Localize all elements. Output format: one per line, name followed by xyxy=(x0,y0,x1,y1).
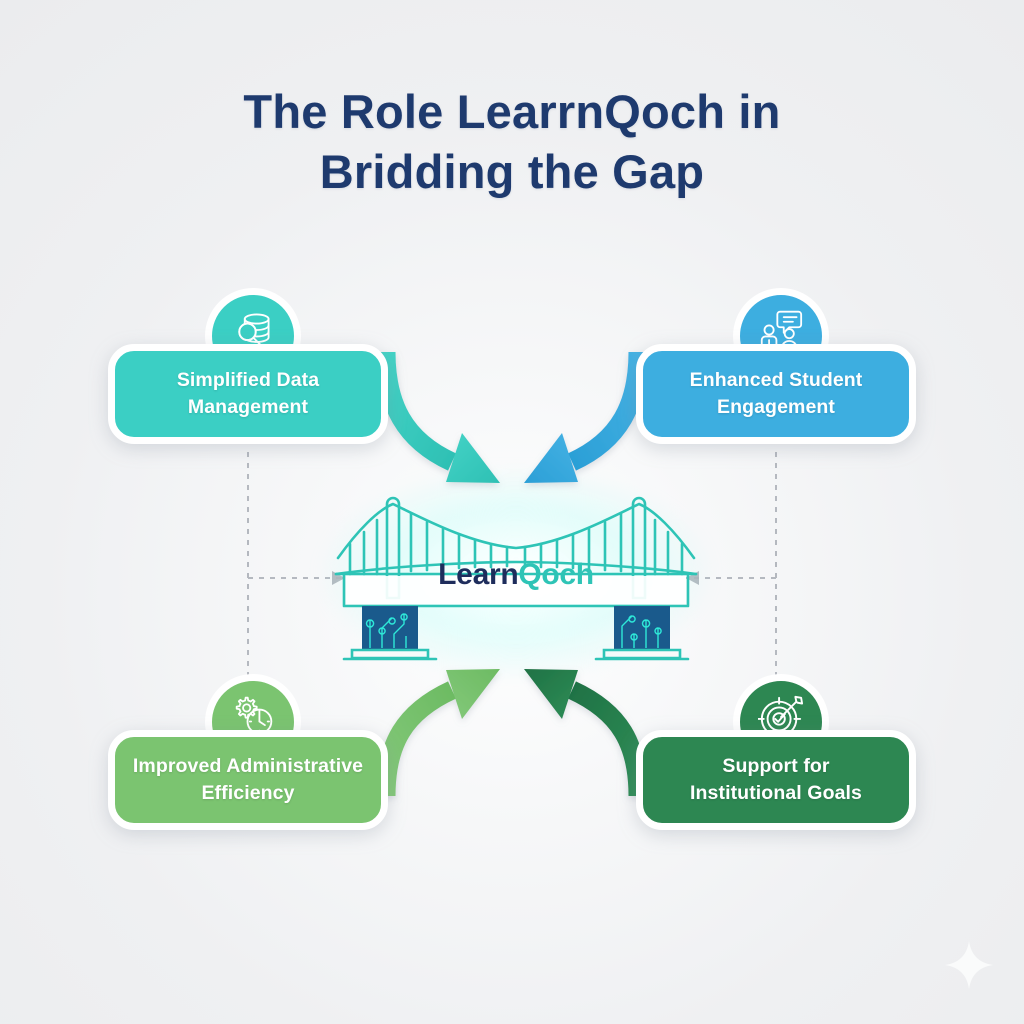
logo-text-learn: Learn xyxy=(438,558,519,591)
bridge-deck-body xyxy=(342,572,690,608)
bridge-deck-top xyxy=(334,560,698,576)
card-line-1: Support for xyxy=(722,755,830,777)
card-support-for-institutional-goals[interactable]: Support for Institutional Goals xyxy=(636,730,916,830)
card-line-2: Management xyxy=(187,396,309,418)
bridge-pillar-right xyxy=(594,606,690,661)
card-simplified-data-management[interactable]: Simplified Data Management xyxy=(108,344,388,444)
sparkle-icon xyxy=(945,941,993,989)
logo-text-qoch: Qoch xyxy=(518,558,594,591)
bridge-tower-left xyxy=(385,496,401,600)
page-title: The Role LearrnQoch in Bridding the Gap xyxy=(0,82,1024,202)
arrow-enhanced-student-engagement xyxy=(524,351,648,483)
title-line-2: Bridding the Gap xyxy=(319,145,705,198)
learnqoch-logo: LearnQoch xyxy=(330,558,702,592)
card-label: Support for Institutional Goals xyxy=(676,753,876,807)
arrow-simplified-data-management xyxy=(376,351,500,483)
card-line-1: Simplified Data xyxy=(176,369,320,391)
arrow-support-for-institutional-goals xyxy=(524,669,648,797)
card-line-2: Efficiency xyxy=(201,782,295,804)
card-line-1: Improved Administrative xyxy=(132,755,364,777)
card-label: Improved Administrative Efficiency xyxy=(119,753,377,807)
bridge-main-cable xyxy=(336,502,696,560)
card-label: Enhanced Student Engagement xyxy=(676,367,877,421)
arrow-improved-administrative-efficiency xyxy=(376,669,500,797)
card-line-2: Engagement xyxy=(716,396,836,418)
title-line-1: The Role LearrnQoch in xyxy=(243,85,781,138)
bridge-tower-right xyxy=(631,496,647,600)
bridge-pillar-left xyxy=(342,606,438,661)
card-line-2: Institutional Goals xyxy=(690,782,862,804)
card-enhanced-student-engagement[interactable]: Enhanced Student Engagement xyxy=(636,344,916,444)
card-label: Simplified Data Management xyxy=(163,367,333,421)
suspension-bridge-icon xyxy=(334,496,698,661)
card-improved-administrative-efficiency[interactable]: Improved Administrative Efficiency xyxy=(108,730,388,830)
card-line-1: Enhanced Student xyxy=(689,369,863,391)
